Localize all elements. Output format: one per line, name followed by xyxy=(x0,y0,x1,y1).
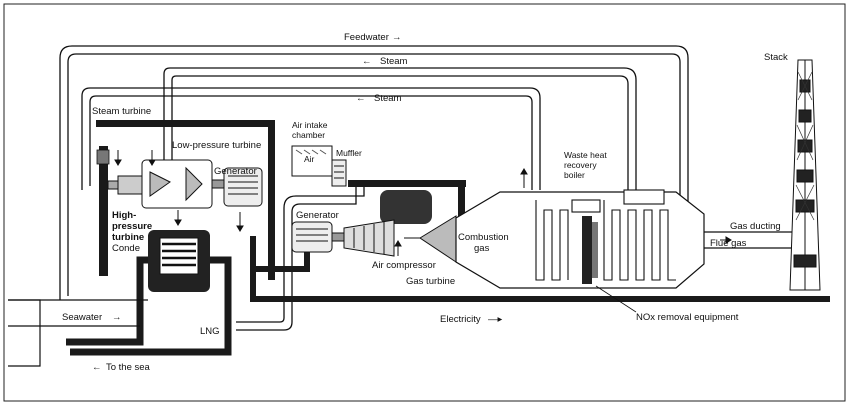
label-combustion-1: Combustion xyxy=(458,232,509,243)
nox-removal-unit xyxy=(582,216,637,313)
label-air-intake-2: chamber xyxy=(292,130,325,140)
arrow-steam-top: ← xyxy=(362,56,372,67)
label-condenser: Conde xyxy=(112,243,140,254)
air-intake-chamber xyxy=(291,145,347,187)
gas-turbine-casing xyxy=(348,180,466,224)
generator-mid xyxy=(291,221,345,253)
label-high-2: pressure xyxy=(112,221,152,232)
stack-tower xyxy=(789,59,821,291)
boiler-tubes xyxy=(535,189,676,281)
label-air-compressor: Air compressor xyxy=(372,260,436,271)
label-waste-heat-2: recovery xyxy=(564,160,597,170)
arrow-feedwater: → xyxy=(392,32,402,43)
arrow-electricity: —▸ xyxy=(488,314,503,325)
label-electricity: Electricity xyxy=(440,314,481,325)
condenser xyxy=(148,230,210,292)
label-high-1: High- xyxy=(112,210,136,221)
waste-heat-recovery-boiler xyxy=(455,191,705,289)
label-gas-ducting: Gas ducting xyxy=(730,221,781,232)
label-seawater: Seawater xyxy=(62,312,102,323)
label-waste-heat-3: boiler xyxy=(564,170,585,180)
label-combustion-2: gas xyxy=(474,243,490,254)
label-low-pressure-turbine: Low-pressure turbine xyxy=(172,140,261,151)
generator-left xyxy=(211,167,263,207)
label-steam-top: Steam xyxy=(380,56,408,67)
label-muffler: Muffler xyxy=(336,148,362,158)
flow-arrows xyxy=(114,150,732,256)
label-high-3: turbine xyxy=(112,232,144,243)
label-flue-gas: Flue gas xyxy=(710,238,747,249)
label-nox: NOx removal equipment xyxy=(636,312,739,323)
label-steam-mid: Steam xyxy=(374,93,402,104)
arrow-seawater: → xyxy=(112,312,122,323)
seawater-channel xyxy=(8,299,148,367)
steam-pipe-mid xyxy=(81,87,541,190)
arrow-steam-mid: ← xyxy=(356,93,366,104)
feedwater-pipe xyxy=(59,45,689,300)
steam-turbine-casing xyxy=(96,120,275,280)
lng-pipe xyxy=(236,186,365,331)
steam-pipe-top xyxy=(163,67,637,200)
label-lng: LNG xyxy=(200,326,220,337)
gas-ducting xyxy=(704,231,792,249)
label-gas-turbine: Gas turbine xyxy=(406,276,455,287)
label-air-intake-1: Air intake xyxy=(292,120,328,130)
condenser-pipes xyxy=(66,256,232,356)
label-air: Air xyxy=(304,154,315,164)
air-compressor xyxy=(343,219,395,257)
label-stack: Stack xyxy=(764,52,788,63)
label-waste-heat-1: Waste heat xyxy=(564,150,607,160)
label-generator-left: Generator xyxy=(214,166,257,177)
electricity-line xyxy=(250,236,830,302)
label-generator-mid: Generator xyxy=(296,210,339,221)
diagram-border xyxy=(3,3,846,402)
label-feedwater: Feedwater xyxy=(344,32,389,43)
high-low-pressure-turbine xyxy=(107,159,213,209)
arrow-to-the-sea: ← xyxy=(92,362,102,373)
label-to-the-sea: To the sea xyxy=(106,362,151,373)
label-steam-turbine: Steam turbine xyxy=(92,106,151,117)
